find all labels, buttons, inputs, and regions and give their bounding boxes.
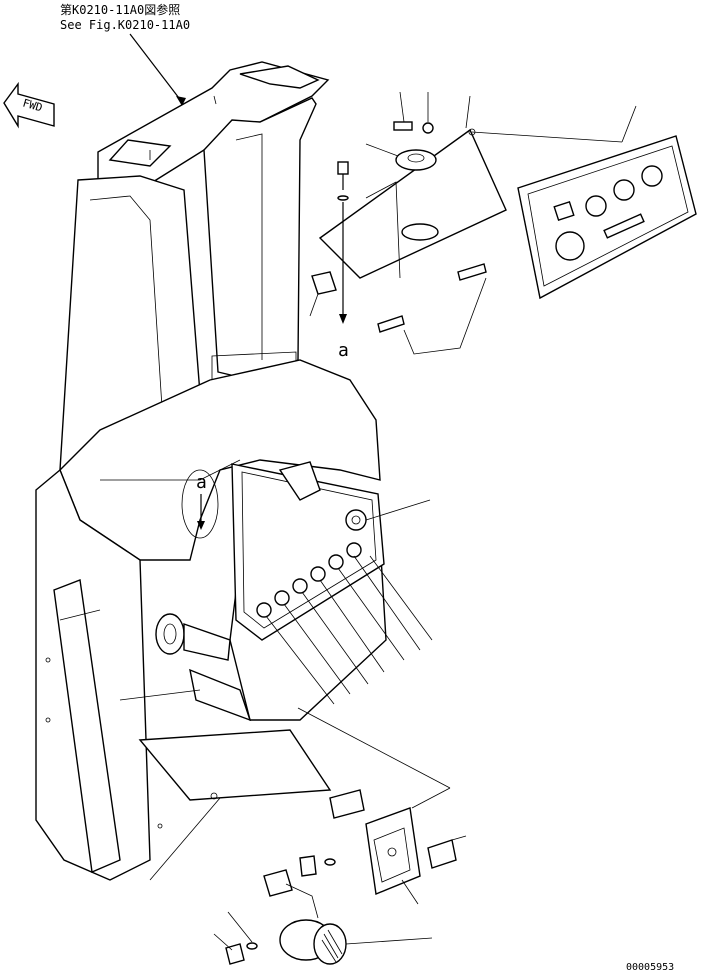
drawing-number: 00005953 (626, 962, 674, 973)
marker-a-console: a (196, 472, 207, 493)
horn-assembly (213, 911, 433, 965)
gauge-2-icon (613, 179, 635, 201)
key-switch-icon (345, 509, 367, 531)
switch-knob-6-icon (346, 542, 362, 558)
bolt-vertical-icon (337, 161, 349, 175)
washer-top-icon (422, 122, 434, 134)
monitor-panel (471, 105, 697, 300)
switch-knob-2-icon (274, 590, 290, 606)
gauge-3-icon (641, 165, 663, 187)
fwd-arrow-icon: FWD (3, 81, 55, 129)
lower-bracket-assembly (263, 707, 467, 919)
harness-clip (189, 668, 252, 722)
indicator-bar-icon (603, 213, 645, 239)
washer-lower-left-icon (324, 858, 336, 866)
switch-knob-1-icon (256, 602, 272, 618)
pin-left-icon (377, 315, 405, 333)
bolt-lower-left-icon (299, 855, 317, 877)
switch-knob-5-icon (328, 554, 344, 570)
grommet-icon (395, 149, 437, 171)
reference-leader-arrowhead (176, 96, 186, 106)
washer-horn-icon (246, 942, 258, 950)
connector-plug-icon (263, 869, 293, 897)
switch-leader-lines (265, 499, 433, 705)
gauge-1-icon (585, 195, 607, 217)
rubber-block (311, 271, 337, 295)
bracket-hole (401, 223, 439, 241)
marker-a-top: a (338, 340, 349, 361)
indicator-square-icon (553, 200, 575, 222)
bracket-assembly: a (309, 91, 507, 361)
washer-vertical-icon (337, 195, 349, 201)
left-connector-assembly (119, 613, 252, 722)
reference-leader-line (129, 33, 183, 103)
bracket-plate (365, 807, 421, 895)
console-tower: a (35, 61, 387, 881)
connector-round-icon (155, 613, 185, 655)
switch-knob-4-icon (310, 566, 326, 582)
fwd-label: FWD (21, 96, 44, 114)
reference-japanese: 第K0210-11A0図参照 (60, 2, 180, 17)
reference-english: See Fig.K0210-11A0 (60, 18, 190, 32)
switch-panel (231, 461, 385, 641)
gauge-large-icon (555, 231, 585, 261)
pin-right-icon (457, 263, 487, 281)
bolt-top-icon (393, 121, 413, 131)
bolt-lower-right-icon (427, 839, 457, 869)
switch-bracket (278, 461, 321, 501)
relay-icon (329, 789, 365, 819)
switch-knob-3-icon (292, 578, 308, 594)
